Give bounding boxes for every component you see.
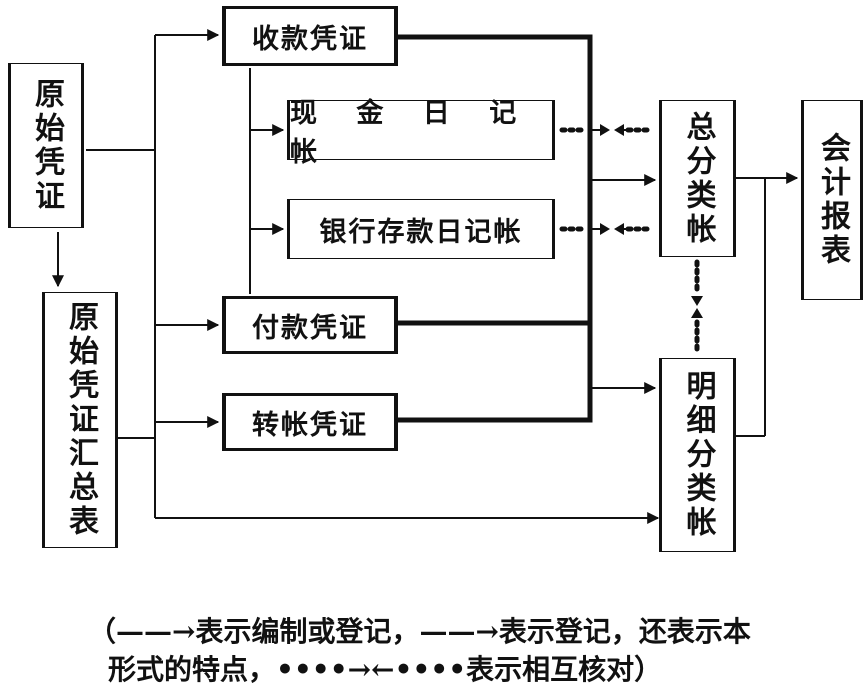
node-receipt-voucher: 收款凭证 [222,6,398,66]
node-transfer-voucher: 转帐凭证 [222,393,398,451]
check-arrow-cash-r [600,124,610,136]
check-arrow-ledger-down [691,296,703,306]
node-subsidiary-ledger: 明细分类帐 [659,358,736,552]
check-arrow-ledger-up [691,308,703,318]
legend-line-1: （——→表示编制或登记，——→表示登记，还表示本 [88,615,751,648]
node-payment-voucher: 付款凭证 [222,296,398,354]
node-voucher-summary: 原始凭证汇总表 [42,292,118,548]
node-original-voucher: 原始凭证 [8,63,84,228]
check-arrow-bank-l [614,223,624,235]
legend-line-2: 形式的特点，••••→←••••表示相互核对） [108,653,663,686]
node-bank-journal: 银行存款日记帐 [287,199,555,259]
node-cash-journal: 现 金 日 记 帐 [287,98,555,168]
node-financial-statements: 会计报表 [801,100,863,300]
check-arrow-bank-r [600,223,610,235]
check-arrow-cash-l [614,124,624,136]
node-general-ledger: 总分类帐 [659,100,736,257]
